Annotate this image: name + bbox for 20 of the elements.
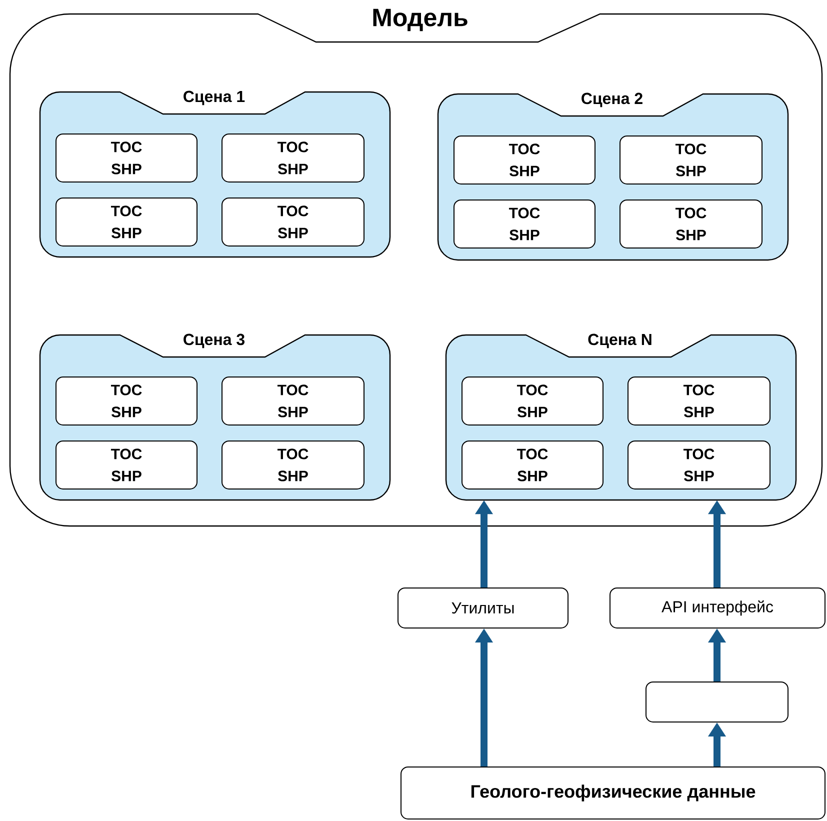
process-box: API интерфейс [610, 587, 826, 628]
file-box: TOC SHP [620, 199, 762, 248]
file-box: TOC SHP [454, 135, 596, 184]
file-box: TOC SHP [620, 135, 762, 184]
file-box: TOC SHP [56, 197, 198, 246]
file-box: TOC SHP [222, 440, 364, 490]
empty-box [646, 681, 788, 722]
data-box: Геолого-геофизические данные [400, 766, 826, 820]
file-box: TOC SHP [222, 376, 364, 426]
file-box: TOC SHP [628, 376, 770, 426]
file-box: TOC SHP [56, 440, 198, 490]
file-box: TOC SHP [222, 197, 364, 246]
file-box: TOC SHP [628, 440, 770, 490]
file-box: TOC SHP [462, 376, 604, 426]
file-box: TOC SHP [462, 440, 604, 490]
file-box: TOC SHP [454, 199, 596, 248]
file-box: TOC SHP [56, 376, 198, 426]
file-box: TOC SHP [222, 133, 364, 182]
process-box: Утилиты [398, 587, 568, 628]
file-box: TOC SHP [56, 133, 198, 182]
